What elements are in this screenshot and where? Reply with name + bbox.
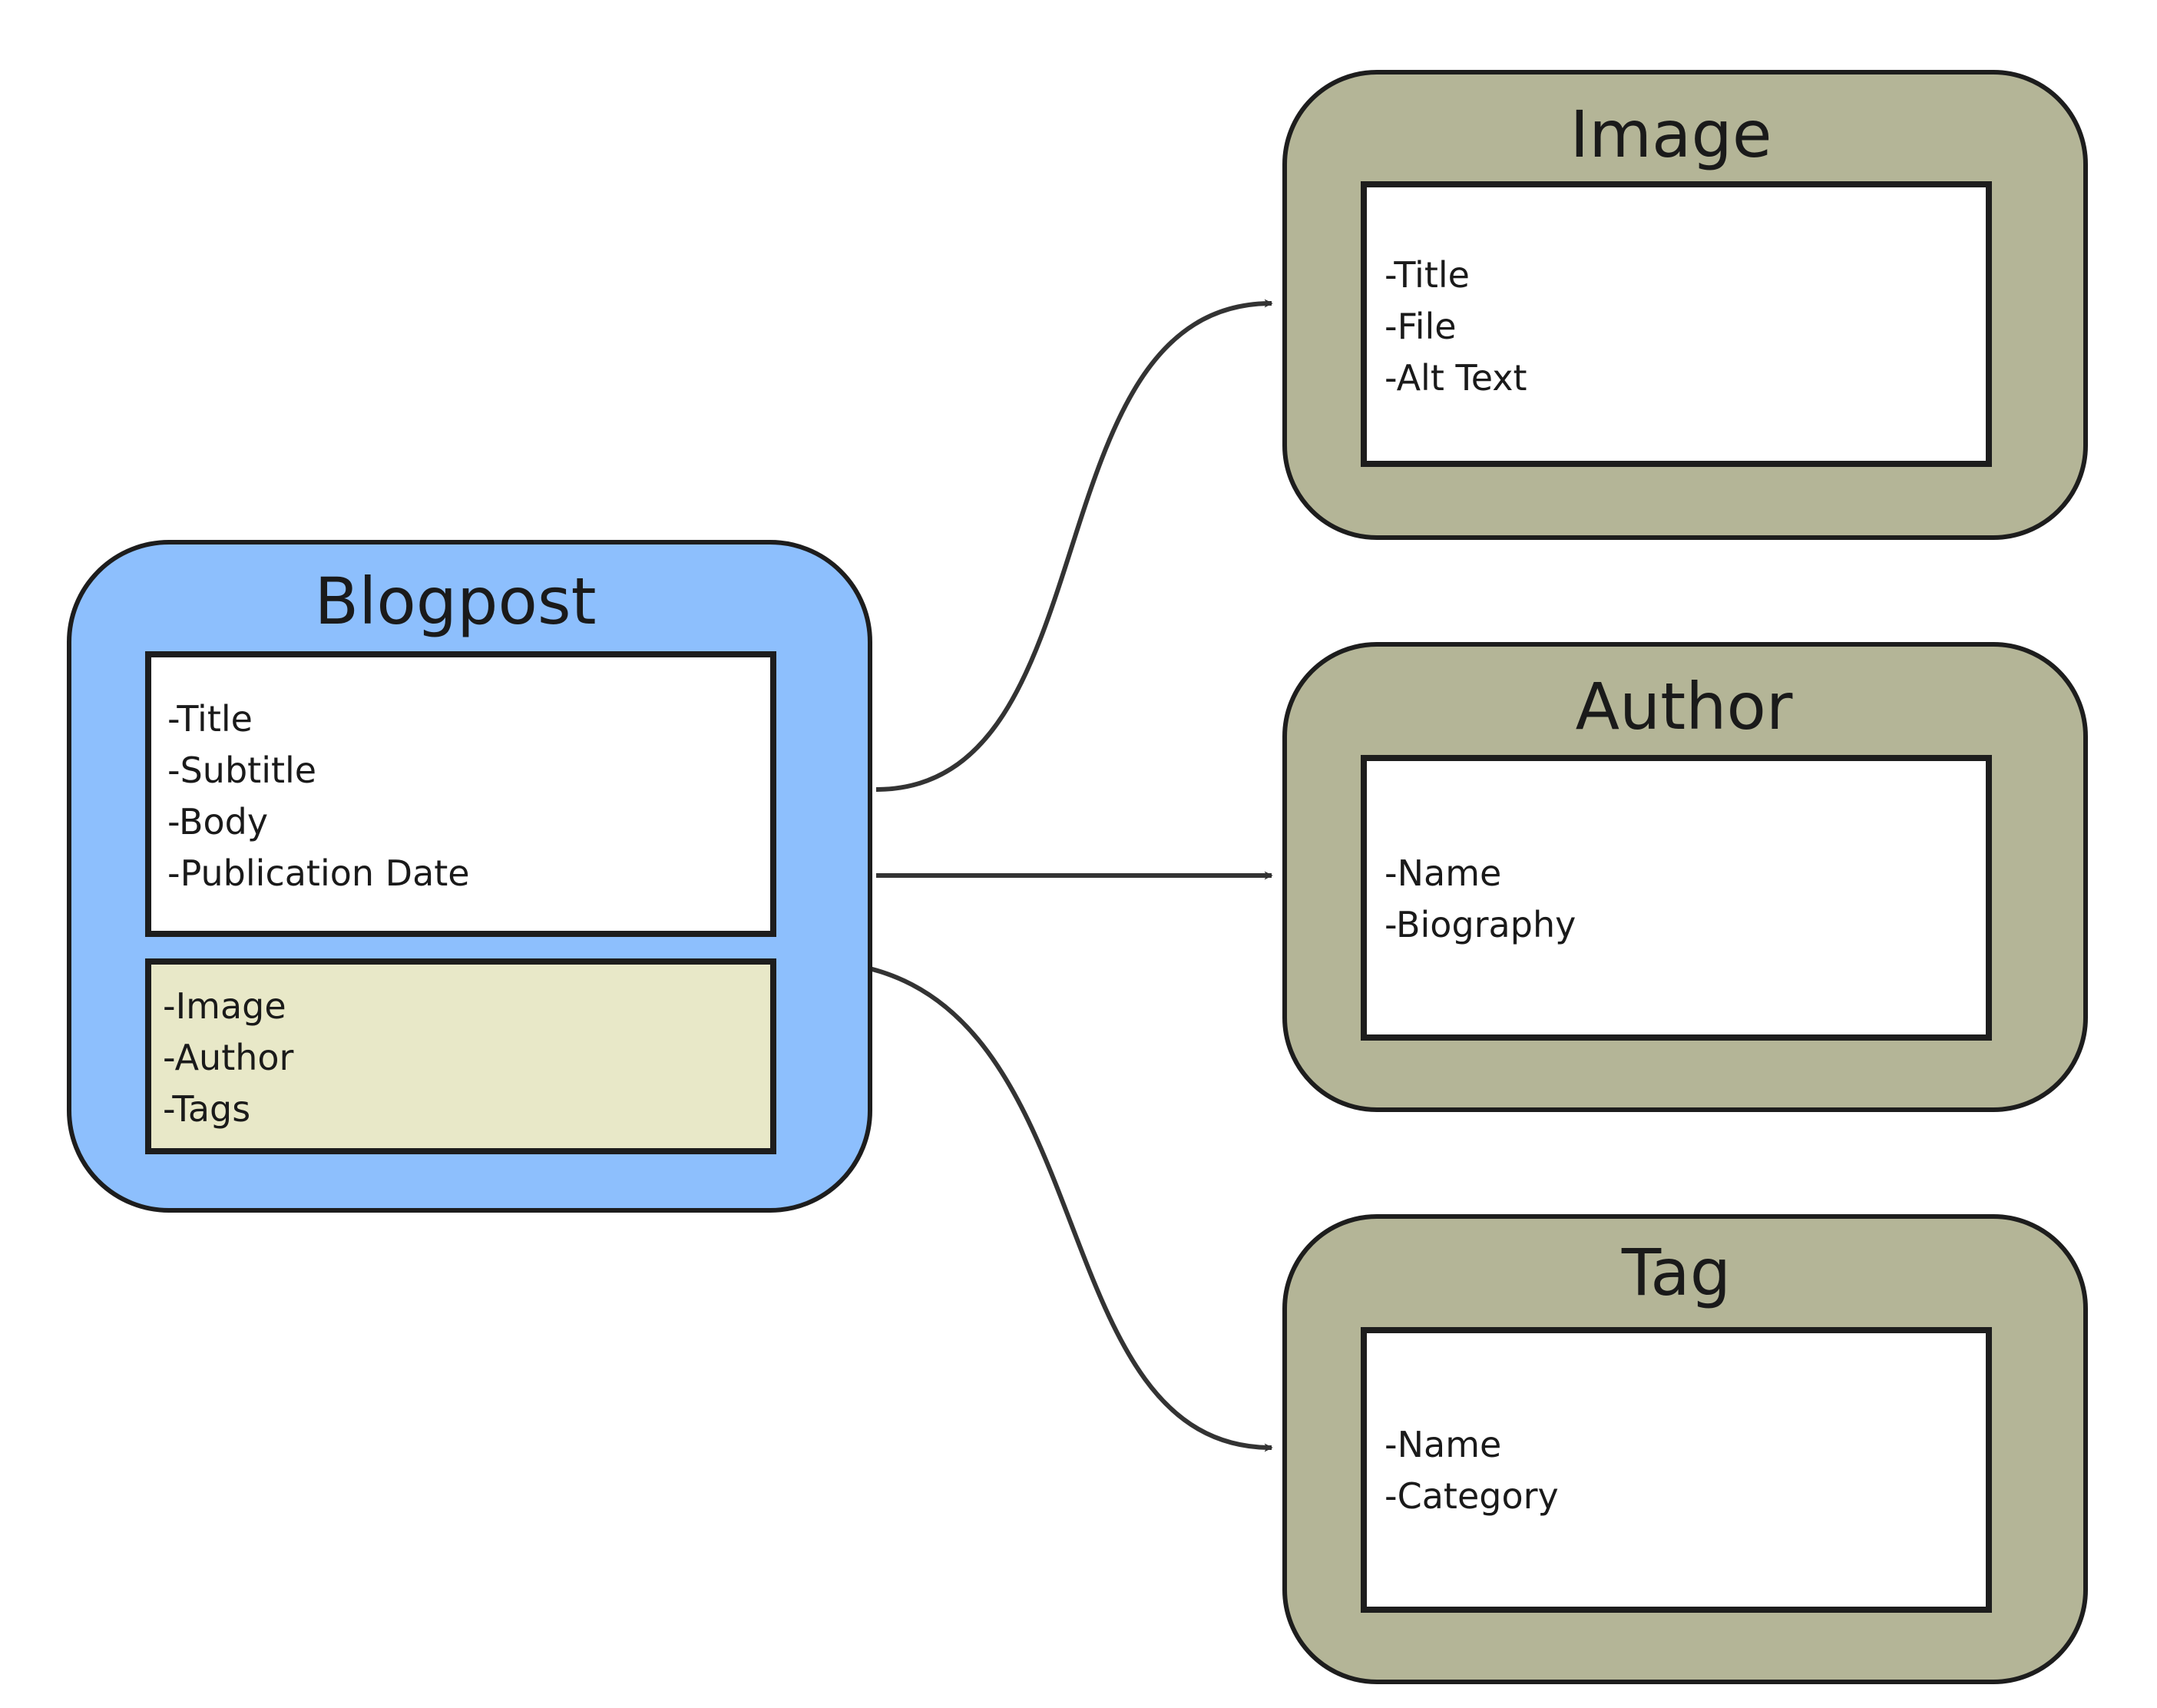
author-entity[interactable]: Author -Name -Biography (1282, 642, 2088, 1112)
blogpost-fields-box (145, 651, 776, 937)
author-field: -Biography (1385, 904, 1576, 945)
author-field: -Name (1385, 852, 1501, 894)
blogpost-field: -Title (167, 698, 253, 740)
author-fields-box (1361, 755, 1992, 1041)
image-field: -Title (1385, 254, 1470, 296)
image-field: -File (1385, 306, 1457, 347)
connector-blogpost-to-image (875, 299, 1273, 792)
connector-blogpost-to-tag (810, 959, 1273, 1452)
tag-field: -Category (1385, 1475, 1559, 1517)
author-title: Author (1576, 669, 1793, 744)
image-title: Image (1570, 97, 1772, 172)
tag-field: -Name (1385, 1424, 1501, 1465)
tag-fields-box (1361, 1327, 1992, 1613)
blogpost-field: -Publication Date (167, 852, 470, 894)
blogpost-title: Blogpost (314, 564, 596, 639)
blogpost-relations-box (145, 958, 776, 1154)
blogpost-entity[interactable]: Blogpost -Title -Subtitle -Body -Publica… (67, 540, 872, 1213)
tag-title: Tag (1621, 1235, 1731, 1310)
image-field: -Alt Text (1385, 357, 1527, 399)
image-fields-box (1361, 181, 1992, 467)
image-entity[interactable]: Image -Title -File -Alt Text (1282, 70, 2088, 540)
blogpost-relation: -Author (163, 1037, 294, 1078)
blogpost-relation: -Image (163, 985, 286, 1027)
blogpost-field: -Subtitle (167, 750, 316, 791)
tag-entity[interactable]: Tag -Name -Category (1282, 1214, 2088, 1684)
connectors (810, 299, 1273, 1452)
blogpost-relation: -Tags (163, 1088, 250, 1130)
blogpost-field: -Body (167, 801, 268, 842)
